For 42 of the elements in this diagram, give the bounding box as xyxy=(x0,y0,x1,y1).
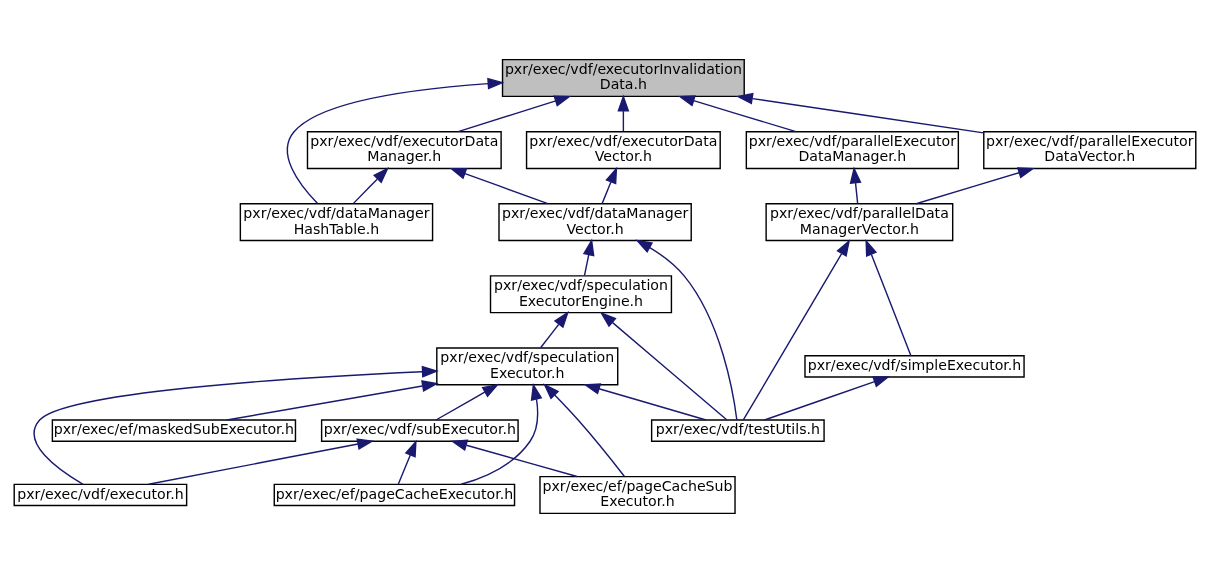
arrow xyxy=(617,94,630,132)
node-box: pxr/exec/ef/pageCacheSub Executor.h xyxy=(539,475,736,515)
arrow xyxy=(677,95,797,133)
node-box: pxr/exec/vdf/dataManager Vector.h xyxy=(498,203,692,242)
arrow xyxy=(543,383,625,477)
arrow xyxy=(435,383,500,421)
arrow xyxy=(763,376,891,421)
arrow xyxy=(599,311,728,421)
node-box: pxr/exec/vdf/executorData Vector.h xyxy=(525,131,721,170)
node-box: pxr/exec/vdf/speculation ExecutorEngine.h xyxy=(489,275,673,314)
arrow xyxy=(583,383,707,421)
node-box: pxr/exec/vdf/executorData Manager.h xyxy=(306,131,502,170)
arrow xyxy=(449,167,549,205)
node-box: pxr/exec/vdf/speculation Executor.h xyxy=(436,347,619,386)
arrow xyxy=(457,95,572,133)
arrow xyxy=(742,239,851,421)
node-box: pxr/exec/vdf/parallelExecutor DataManager.h xyxy=(745,131,960,170)
arrow xyxy=(635,239,738,421)
node-box: pxr/exec/vdf/testUtils.h xyxy=(650,419,825,442)
arrow xyxy=(450,439,578,478)
node-box: pxr/exec/vdf/simpleExecutor.h xyxy=(804,355,1025,378)
arrow xyxy=(147,438,375,485)
arrow xyxy=(397,439,417,485)
arrow xyxy=(460,383,543,485)
arrow xyxy=(735,92,985,134)
node-box: pxr/exec/ef/maskedSubExecutor.h xyxy=(51,419,297,442)
arrow xyxy=(849,166,862,205)
arrow xyxy=(540,311,569,349)
node-box: pxr/exec/vdf/subExecutor.h xyxy=(320,419,519,442)
arrow xyxy=(601,166,618,205)
arrow xyxy=(33,365,439,485)
arrow xyxy=(352,167,389,205)
arrow xyxy=(865,238,912,357)
node-box: pxr/exec/vdf/parallelExecutor DataVector.h xyxy=(983,131,1197,170)
node-box: pxr/exec/vdf/executorInvalidation Data.h xyxy=(501,58,745,98)
node-box: pxr/exec/vdf/executor.h xyxy=(13,483,188,507)
node-box: pxr/exec/vdf/dataManager HashTable.h xyxy=(239,203,434,242)
arrow xyxy=(582,238,595,277)
arrow xyxy=(226,380,439,421)
node-box: pxr/exec/ef/pageCacheExecutor.h xyxy=(273,483,516,507)
node-box: pxr/exec/vdf/parallelData ManagerVector.h xyxy=(765,203,954,242)
arrow xyxy=(915,167,1035,205)
